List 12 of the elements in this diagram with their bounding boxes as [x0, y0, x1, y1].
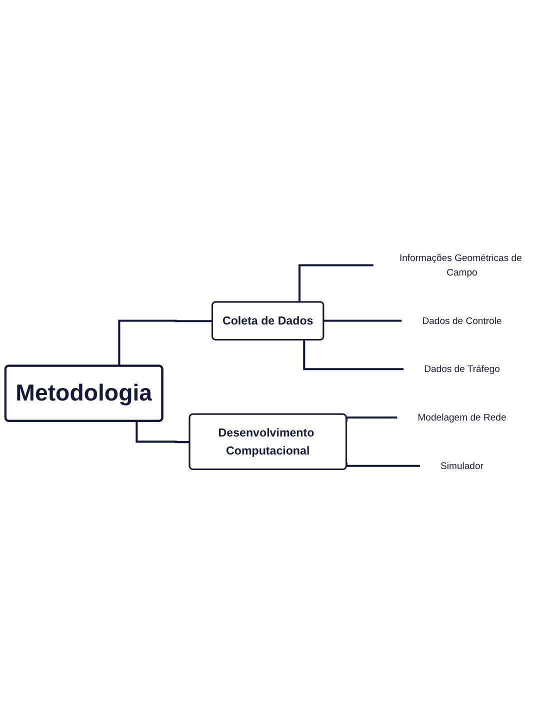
node-text: Simulador	[440, 460, 484, 471]
connector	[303, 340, 404, 370]
node-text: Dados de Controle	[422, 314, 502, 326]
connector	[136, 421, 190, 444]
connector	[298, 264, 374, 302]
node-text: Dados de Tráfego	[424, 363, 500, 374]
node-text: Informações Geométricas de Campo	[399, 252, 522, 278]
connector	[118, 320, 213, 366]
node-text: Modelagem de Rede	[418, 412, 506, 423]
connector	[346, 416, 398, 422]
connector	[346, 462, 420, 467]
connector	[322, 320, 402, 322]
